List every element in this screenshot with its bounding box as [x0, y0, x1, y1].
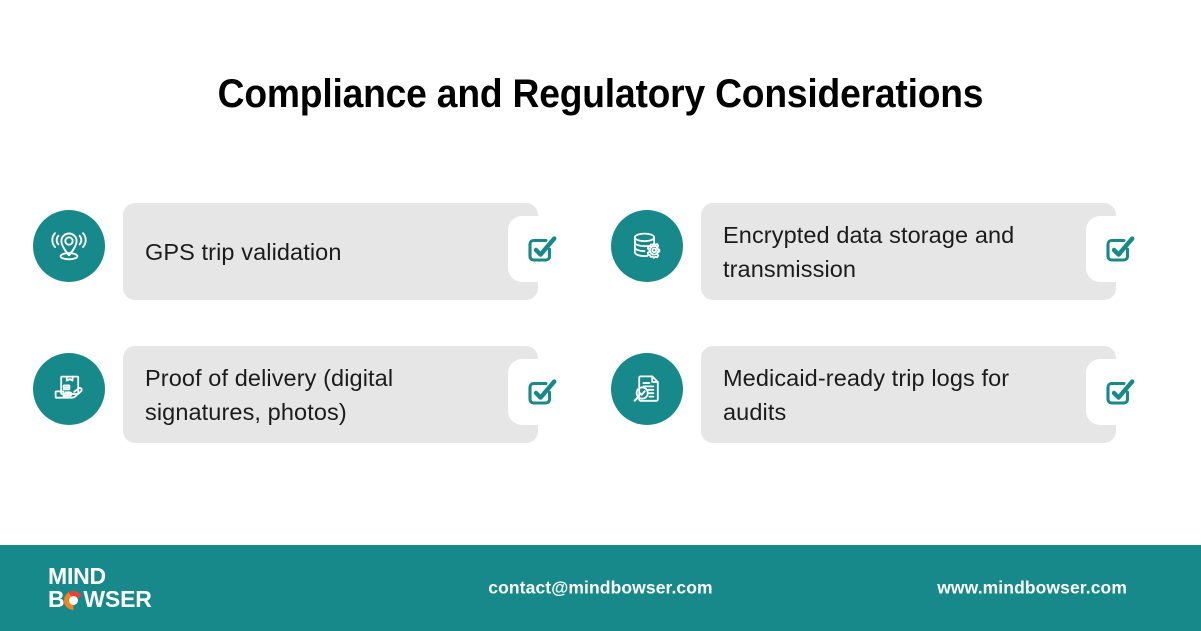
logo-b-letter: B	[48, 586, 65, 612]
feature-card-bar: Proof of delivery (digital signatures, p…	[123, 346, 538, 443]
gps-location-pin-icon	[33, 210, 105, 282]
logo-line-1: MIND	[48, 563, 106, 589]
footer-bar: MIND B WSER contact@mindbowser.com www.mi…	[0, 545, 1201, 631]
feature-card: GPS trip validation	[33, 196, 573, 306]
checked-checkbox-icon	[508, 359, 573, 425]
logo-wser-letters: WSER	[83, 586, 152, 612]
checked-checkbox-icon	[508, 216, 573, 282]
feature-card: Encrypted data storage and transmission	[611, 196, 1151, 306]
feature-card-bar: GPS trip validation	[123, 203, 538, 300]
mindbowser-logo: MIND B WSER	[48, 565, 152, 611]
feature-card-label: Encrypted data storage and transmission	[723, 221, 1015, 282]
feature-card-bar: Encrypted data storage and transmission	[701, 203, 1116, 300]
feature-card-label: Proof of delivery (digital signatures, p…	[145, 364, 394, 425]
document-magnifier-check-icon	[611, 353, 683, 425]
package-on-hand-icon	[33, 353, 105, 425]
database-gear-icon	[611, 210, 683, 282]
page-title: Compliance and Regulatory Considerations	[217, 72, 984, 116]
contact-email[interactable]: contact@mindbowser.com	[488, 577, 713, 598]
feature-card: Proof of delivery (digital signatures, p…	[33, 339, 573, 449]
logo-line-2: B WSER	[48, 588, 152, 611]
checked-checkbox-icon	[1086, 359, 1151, 425]
feature-card-label: Medicaid-ready trip logs for audits	[723, 364, 1010, 425]
feature-card-bar: Medicaid-ready trip logs for audits	[701, 346, 1116, 443]
checked-checkbox-icon	[1086, 216, 1151, 282]
website-url[interactable]: www.mindbowser.com	[937, 577, 1127, 598]
feature-card: Medicaid-ready trip logs for audits	[611, 339, 1151, 449]
mindbowser-swirl-icon	[64, 591, 84, 610]
feature-card-label: GPS trip validation	[145, 238, 342, 265]
feature-card-grid: GPS trip validation	[0, 196, 1201, 466]
